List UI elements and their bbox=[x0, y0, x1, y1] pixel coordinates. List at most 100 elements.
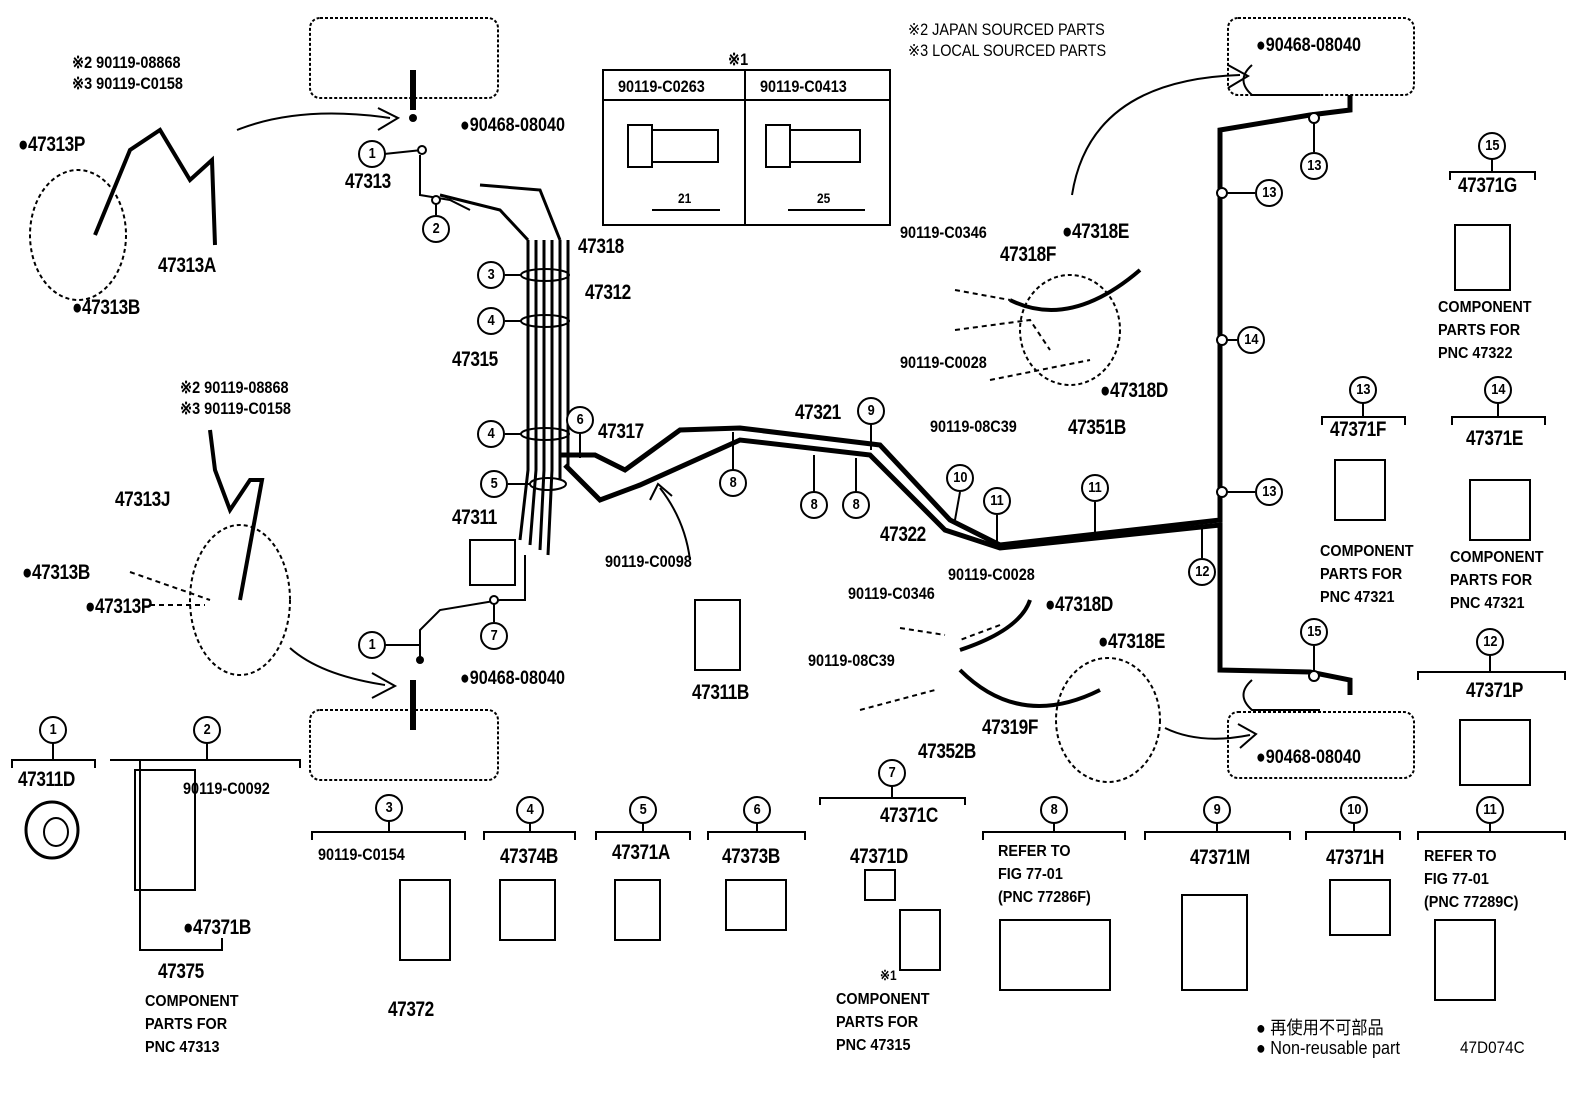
part-label: 90119-C0092 bbox=[183, 779, 270, 798]
callout-number: 12 bbox=[1194, 563, 1210, 580]
callout-number: 6 bbox=[576, 411, 584, 428]
callout-number: 1 bbox=[368, 636, 376, 653]
part-label: ※2 90119-08868 bbox=[72, 53, 181, 72]
dashed-region-4 bbox=[1055, 657, 1161, 783]
part-label: ●47318E bbox=[1062, 220, 1129, 243]
diagram-code: 47D074C bbox=[1460, 1038, 1525, 1057]
callout-12: 9 bbox=[857, 397, 885, 425]
part-label: 47371P bbox=[1466, 679, 1523, 702]
callout-number: 14 bbox=[1490, 381, 1506, 398]
callout-number: 8 bbox=[852, 496, 860, 513]
callout-number: 3 bbox=[487, 266, 495, 283]
part-label: 47311B bbox=[692, 681, 749, 704]
callout-0: 1 bbox=[358, 140, 386, 168]
callout-number: 14 bbox=[1243, 331, 1259, 348]
part-label: 90119-08C39 bbox=[808, 651, 895, 670]
callout-29: 4 bbox=[516, 796, 544, 824]
callout-number: 8 bbox=[729, 474, 737, 491]
callout-number: 11 bbox=[1088, 479, 1102, 496]
part-label: 47371A bbox=[612, 841, 670, 864]
part-label: ●47313B bbox=[72, 296, 140, 319]
callout-11: 8 bbox=[842, 491, 870, 519]
part-label: ※2 90119-08868 bbox=[180, 378, 289, 397]
detail-box-top-left bbox=[309, 17, 499, 99]
part-label: ※1 bbox=[880, 967, 897, 983]
callout-number: 2 bbox=[432, 220, 440, 237]
detail-box-bottom-left bbox=[309, 709, 499, 781]
callout-number: 1 bbox=[368, 145, 376, 162]
callout-30: 5 bbox=[629, 796, 657, 824]
callout-number: 8 bbox=[1050, 801, 1058, 818]
callout-number: 13 bbox=[1261, 184, 1277, 201]
part-label: 90119-C0346 bbox=[900, 223, 987, 242]
callout-16: 12 bbox=[1188, 558, 1216, 586]
part-label: 47312 bbox=[585, 281, 631, 304]
part-label: 47315 bbox=[452, 348, 498, 371]
bolt-b-length: 25 bbox=[817, 190, 831, 206]
bolt-b-part-number: 90119-C0413 bbox=[760, 77, 847, 96]
part-label: ※3 90119-C0158 bbox=[180, 399, 291, 418]
callout-number: 10 bbox=[1346, 801, 1362, 818]
part-label: 47374B bbox=[500, 845, 558, 868]
callout-number: 5 bbox=[639, 801, 647, 818]
callout-15: 11 bbox=[1081, 474, 1109, 502]
part-label: ●47371B bbox=[183, 916, 251, 939]
part-label: 47372 bbox=[388, 998, 434, 1021]
bolt-a-length: 21 bbox=[678, 190, 692, 206]
callout-number: 6 bbox=[753, 801, 761, 818]
callout-4: 4 bbox=[477, 420, 505, 448]
callout-33: 8 bbox=[1040, 796, 1068, 824]
callout-23: 13 bbox=[1349, 376, 1377, 404]
dashed-region-3 bbox=[1019, 274, 1121, 386]
callout-number: 4 bbox=[526, 801, 534, 818]
part-label: 90119-C0028 bbox=[900, 353, 987, 372]
callout-14: 11 bbox=[983, 487, 1011, 515]
callout-number: 4 bbox=[487, 425, 495, 442]
part-label: 90119-C0154 bbox=[318, 845, 405, 864]
callout-6: 6 bbox=[566, 406, 594, 434]
callout-1: 2 bbox=[422, 215, 450, 243]
part-label: 47371F bbox=[1330, 418, 1386, 441]
callout-number: 13 bbox=[1261, 483, 1277, 500]
part-label: 47322 bbox=[880, 523, 926, 546]
part-label: 47371C bbox=[880, 804, 938, 827]
part-label: ※3 90119-C0158 bbox=[72, 74, 183, 93]
part-label: ●90468-08040 bbox=[1256, 747, 1361, 768]
legend-japanese: ● 再使用不可部品 bbox=[1256, 1018, 1384, 1038]
part-label: 47375 bbox=[158, 960, 204, 983]
callout-7: 7 bbox=[480, 622, 508, 650]
part-label: 90119-C0098 bbox=[605, 552, 692, 571]
callout-35: 10 bbox=[1340, 796, 1368, 824]
callout-27: 2 bbox=[193, 716, 221, 744]
japan-sourced-note: ※2 JAPAN SOURCED PARTS bbox=[908, 20, 1105, 39]
callout-number: 8 bbox=[810, 496, 818, 513]
component-note: COMPONENT PARTS FOR PNC 47321 bbox=[1450, 549, 1544, 612]
part-label: ●47318D bbox=[1100, 379, 1168, 402]
dashed-region-1 bbox=[29, 169, 127, 301]
callout-number: 13 bbox=[1355, 381, 1371, 398]
part-label: 47313A bbox=[158, 254, 216, 277]
part-label: ●90468-08040 bbox=[460, 668, 565, 689]
part-label: 47317 bbox=[598, 420, 644, 443]
part-label: 47311D bbox=[18, 768, 75, 791]
callout-number: 15 bbox=[1306, 623, 1322, 640]
part-label: ●47313P bbox=[18, 133, 85, 156]
callout-number: 11 bbox=[990, 492, 1004, 509]
callout-number: 7 bbox=[490, 627, 498, 644]
callout-8: 1 bbox=[358, 631, 386, 659]
part-label: 47319F bbox=[982, 716, 1038, 739]
callout-number: 5 bbox=[490, 475, 498, 492]
part-label: ●47318E bbox=[1098, 630, 1165, 653]
callout-25: 12 bbox=[1476, 628, 1504, 656]
part-label: 47351B bbox=[1068, 416, 1126, 439]
component-note: COMPONENT PARTS FOR PNC 47321 bbox=[1320, 543, 1414, 606]
part-label: ●47318D bbox=[1045, 593, 1113, 616]
part-label: 47371E bbox=[1466, 427, 1523, 450]
callout-9: 8 bbox=[719, 469, 747, 497]
part-label: 47313 bbox=[345, 170, 391, 193]
callout-19: 14 bbox=[1237, 326, 1265, 354]
callout-28: 3 bbox=[375, 794, 403, 822]
part-label: ●90468-08040 bbox=[460, 115, 565, 136]
